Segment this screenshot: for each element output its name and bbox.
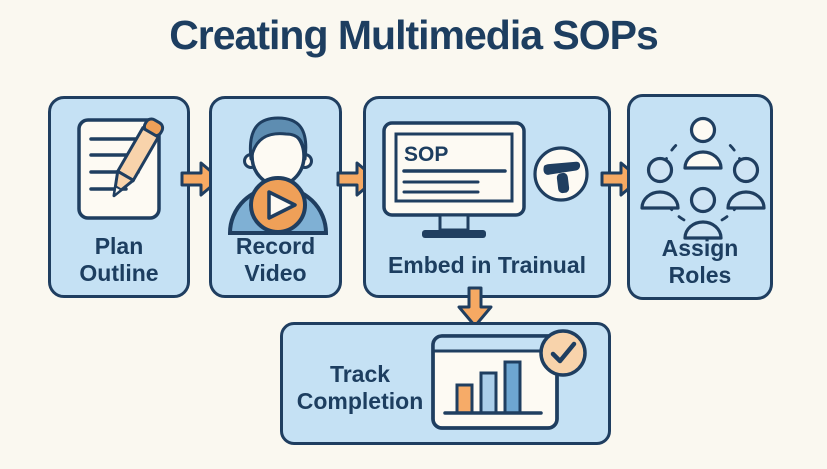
chart-card-header [433,336,557,351]
step-box-assign-roles: Assign Roles [627,94,773,300]
screen-lines [402,169,507,194]
checkmark [550,341,577,364]
trainual-t-bar [543,161,581,175]
step-label-assign-roles: Assign Roles [661,234,739,288]
page-title: Creating Multimedia SOPs [169,12,659,58]
monitor-screen [394,132,514,203]
bar-mid-blue [503,360,522,415]
step-box-plan-outline: Plan Outline [48,96,190,298]
person-left [640,156,680,210]
sop-monitor-icon: SOP [382,121,526,238]
sop-screen-label: SOP [404,143,448,166]
bar-chart-icon [431,334,559,430]
play-triangle [267,190,297,220]
step-label-track-completion: Track Completion [296,361,424,415]
monitor-stand [438,213,470,232]
step-box-record-video: Record Video [209,96,342,298]
person-bottom [683,186,723,240]
checkmark-circle-icon [539,329,587,377]
people-network-icon [640,116,766,240]
trainual-logo-icon [533,146,589,202]
bar-light-blue [479,371,498,415]
bar-orange [455,383,474,415]
person-video-icon [227,116,329,235]
trainual-t-stem [556,172,570,194]
person-right [726,156,766,210]
document-pencil-icon [77,117,165,220]
step-label-plan-outline: Plan Outline [79,232,159,286]
arrow-down-icon [457,286,493,328]
step-box-embed-in-trainual: SOP Embed in Trainual [363,96,611,298]
step-label-embed-in-trainual: Embed in Trainual [387,251,587,278]
pencil [112,117,165,198]
person-hair [248,116,308,161]
step-label-record-video: Record Video [235,232,316,286]
person-top [683,116,723,170]
monitor-base [422,230,486,238]
